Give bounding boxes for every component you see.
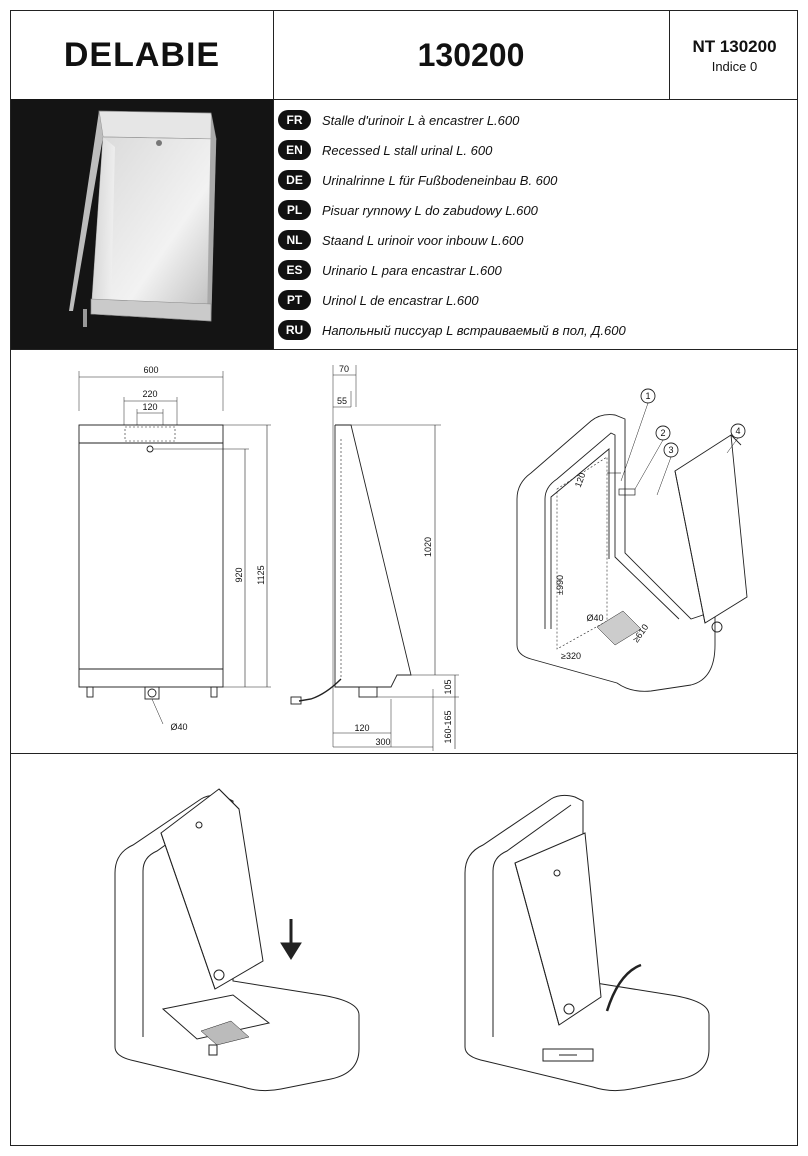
dim-height-inner: 920 bbox=[234, 567, 244, 582]
front-view-drawing bbox=[78, 371, 271, 725]
lang-badge-nl: NL bbox=[278, 230, 311, 250]
dim-height-side: 1020 bbox=[423, 537, 433, 557]
dim-iso-320: ≥320 bbox=[561, 651, 581, 661]
lang-badge-de: DE bbox=[278, 170, 311, 190]
lang-text-es: Urinario L para encastrar L.600 bbox=[322, 262, 502, 278]
notice-box: NT 130200 Indice 0 bbox=[669, 11, 799, 99]
lang-row-es: ES Urinario L para encastrar L.600 bbox=[278, 257, 502, 283]
lang-text-fr: Stalle d'urinoir L à encastrer L.600 bbox=[322, 112, 520, 128]
notice-code: NT 130200 bbox=[692, 37, 777, 56]
lang-row-en: EN Recessed L stall urinal L. 600 bbox=[278, 137, 492, 163]
notice-index: Indice 0 bbox=[711, 59, 758, 74]
technical-sheet: DELABIE 130200 NT 130200 Indice 0 bbox=[10, 10, 798, 1146]
installation-row bbox=[11, 753, 797, 1145]
install-step-2 bbox=[464, 794, 710, 1092]
lang-text-pt: Urinol L de encastrar L.600 bbox=[322, 292, 479, 308]
dim-top-inner: 120 bbox=[142, 402, 157, 412]
lang-text-en: Recessed L stall urinal L. 600 bbox=[322, 142, 493, 158]
callout-3: 3 bbox=[668, 445, 673, 455]
iso-view-drawing bbox=[516, 388, 748, 692]
dim-depth-inner: 55 bbox=[337, 396, 347, 406]
front-view-labels: 600 220 120 920 1125 Ø40 bbox=[142, 365, 266, 732]
dimension-drawings: 600 220 120 920 1125 Ø40 bbox=[78, 364, 748, 751]
lang-row-pl: PL Pisuar rynnowy L do zabudowy L.600 bbox=[278, 197, 538, 223]
header-row: DELABIE 130200 NT 130200 Indice 0 bbox=[11, 11, 797, 100]
dim-drain: Ø40 bbox=[170, 722, 187, 732]
lang-badge-fr: FR bbox=[278, 110, 311, 130]
dimensions-row: 600 220 120 920 1125 Ø40 bbox=[11, 349, 797, 754]
dim-iso-40: Ø40 bbox=[586, 613, 603, 623]
dim-depth-base: 300 bbox=[375, 737, 390, 747]
installation-drawings bbox=[114, 788, 710, 1092]
side-view-drawing bbox=[290, 365, 459, 751]
callout-1: 1 bbox=[645, 391, 650, 401]
lang-row-de: DE Urinalrinne L für Fußbodeneinbau B. 60… bbox=[278, 167, 557, 193]
language-list: FR Stalle d'urinoir L à encastrer L.600 E… bbox=[273, 99, 799, 349]
dim-width: 600 bbox=[143, 365, 158, 375]
lang-row-fr: FR Stalle d'urinoir L à encastrer L.600 bbox=[278, 107, 519, 133]
lang-badge-es: ES bbox=[278, 260, 311, 280]
dim-floor-range: 160-165 bbox=[443, 710, 453, 743]
brand-logo: DELABIE bbox=[11, 11, 274, 99]
side-view-labels: 70 55 1020 105 120 300 160-165 bbox=[337, 364, 453, 747]
dim-height-total: 1125 bbox=[256, 565, 266, 584]
dim-iso-990: ±990 bbox=[555, 575, 565, 595]
lang-badge-ru: RU bbox=[278, 320, 311, 340]
dim-depth-top: 70 bbox=[339, 364, 349, 374]
callout-4: 4 bbox=[735, 426, 740, 436]
dim-step: 105 bbox=[443, 679, 453, 694]
dim-iso-120: 120 bbox=[573, 471, 588, 489]
product-photo bbox=[11, 99, 273, 349]
dim-top-opening: 220 bbox=[142, 389, 157, 399]
urinal-photo-illustration bbox=[69, 110, 217, 327]
lang-text-nl: Staand L urinoir voor inbouw L.600 bbox=[322, 232, 524, 248]
dim-trap: 120 bbox=[354, 723, 369, 733]
lang-row-nl: NL Staand L urinoir voor inbouw L.600 bbox=[278, 227, 523, 253]
product-row: FR Stalle d'urinoir L à encastrer L.600 E… bbox=[11, 99, 797, 350]
lang-text-de: Urinalrinne L für Fußbodeneinbau B. 600 bbox=[322, 172, 558, 188]
lang-badge-en: EN bbox=[278, 140, 311, 160]
product-reference: 130200 bbox=[417, 36, 525, 73]
install-step-1 bbox=[114, 788, 360, 1092]
lang-row-pt: PT Urinol L de encastrar L.600 bbox=[278, 287, 479, 313]
lang-badge-pt: PT bbox=[278, 290, 311, 310]
lang-badge-pl: PL bbox=[278, 200, 311, 220]
lang-text-ru: Напольный писсуар L встраиваемый в пол, … bbox=[322, 322, 626, 338]
callout-2: 2 bbox=[660, 428, 665, 438]
lang-row-ru: RU Напольный писсуар L встраиваемый в пол… bbox=[278, 317, 626, 343]
lang-text-pl: Pisuar rynnowy L do zabudowy L.600 bbox=[322, 202, 538, 218]
